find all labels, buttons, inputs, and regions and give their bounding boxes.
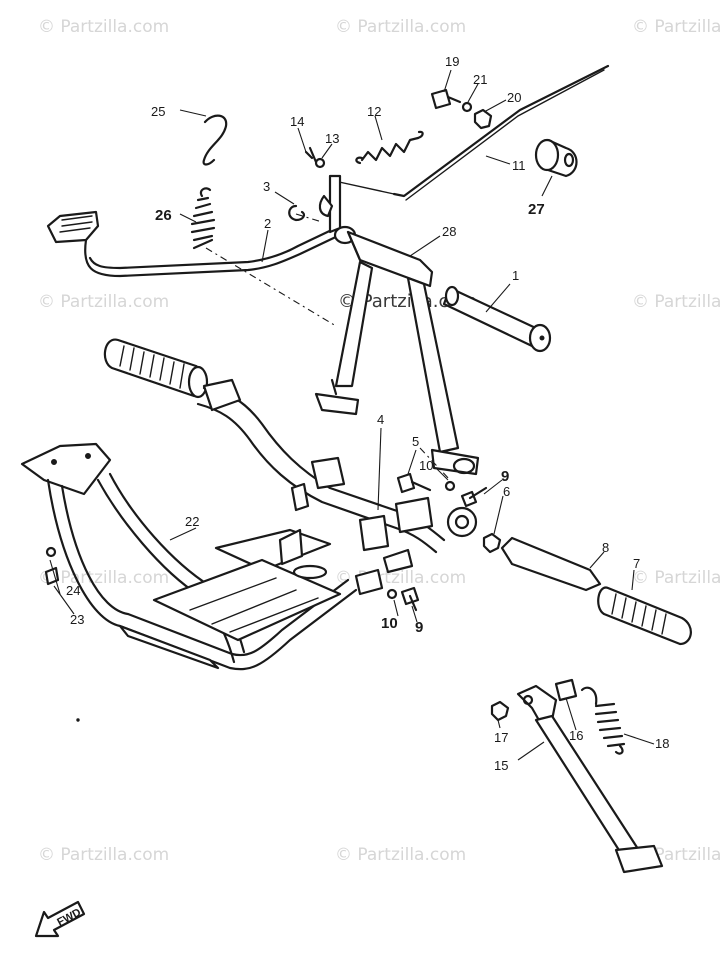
part-20-nut	[473, 108, 493, 130]
callout-27: 27	[528, 201, 545, 218]
callout-25: 25	[151, 104, 165, 119]
callout-4: 4	[377, 412, 384, 427]
part-12-spring	[355, 130, 424, 165]
callout-22: 22	[185, 514, 199, 529]
callout-17: 17	[494, 730, 508, 745]
part-1-pivot-shaft	[442, 285, 552, 353]
part-18-spring	[580, 686, 626, 755]
watermark-top-left: © Partzilla.com	[38, 17, 169, 37]
callout-3: 3	[263, 179, 270, 194]
callout-1: 1	[512, 268, 519, 283]
watermark-low-left: © Partzilla.com	[38, 568, 169, 588]
watermark-low-center: © Partzilla.com	[335, 568, 466, 588]
part-26-spring	[190, 187, 216, 250]
callout-6: 6	[503, 484, 510, 499]
callout-20: 20	[507, 90, 521, 105]
callout-26: 26	[155, 207, 172, 224]
callout-9-lower: 9	[415, 619, 423, 636]
callout-18: 18	[655, 736, 669, 751]
part-11-brake-rod	[329, 64, 610, 201]
part-4-footrest-bar	[196, 378, 478, 574]
part-2-brake-pedal	[46, 174, 357, 278]
callout-23: 23	[70, 612, 84, 627]
part-10-washer-upper	[444, 480, 456, 492]
watermark-mid-right: © Partzilla.com	[632, 292, 720, 312]
part-16-pivot-bolt	[554, 678, 578, 702]
callout-2: 2	[264, 216, 271, 231]
callout-21: 21	[473, 72, 487, 87]
left-footrest-rubber	[103, 338, 209, 399]
stray-dot	[76, 718, 80, 722]
callout-9-upper: 9	[501, 468, 509, 485]
assembly-guide-lines	[205, 213, 451, 481]
watermark-top-center: © Partzilla.com	[335, 17, 466, 37]
part-22-frame-guard	[20, 442, 384, 671]
part-10-washer-lower	[386, 588, 398, 600]
part-17-nut	[490, 700, 510, 722]
callout-leaders	[49, 69, 655, 761]
callout-5: 5	[412, 434, 419, 449]
watermark-mid-center: © Partzilla.com	[338, 291, 477, 312]
callout-14: 14	[290, 114, 304, 129]
callout-28: 28	[442, 224, 456, 239]
watermark-top-right: © Partzilla.com	[632, 17, 720, 37]
callout-10-lower: 10	[381, 615, 398, 632]
part-19-bolt	[430, 88, 462, 110]
watermarks: © Partzilla.com © Partzilla.com © Partzi…	[38, 17, 720, 865]
callout-11: 11	[512, 158, 526, 173]
part-6-nut	[482, 532, 502, 554]
part-13-washer	[314, 157, 326, 169]
part-15-side-stand	[516, 684, 664, 874]
callout-16: 16	[569, 728, 583, 743]
part-21-washer	[461, 101, 473, 113]
callout-10-upper: 10	[419, 458, 433, 473]
fwd-direction-arrow: FWD	[34, 900, 86, 938]
callout-8: 8	[602, 540, 609, 555]
part-7-footrest-rubber	[597, 586, 692, 646]
part-8-footrest-bracket	[500, 536, 602, 592]
part-9-bolt-upper	[460, 486, 488, 508]
callout-12: 12	[367, 104, 381, 119]
part-28-main-stand	[314, 230, 480, 476]
part-27-rubber-bumper	[534, 138, 578, 178]
part-9-bolt-lower	[400, 586, 420, 612]
callout-15: 15	[494, 758, 508, 773]
watermark-bottom-left: © Partzilla.com	[38, 845, 169, 865]
callout-13: 13	[325, 131, 339, 146]
part-5-bolt	[396, 472, 432, 494]
watermark-mid-left: © Partzilla.com	[38, 292, 169, 312]
fwd-label: FWD	[55, 906, 83, 928]
part-3-circlip	[288, 204, 306, 222]
callout-24: 24	[66, 583, 80, 598]
watermark-low-right: © Partzilla.com	[632, 568, 720, 588]
callout-labels: 25 19 21 20 12 14 13 11 27 3 26 2 28 1 4…	[66, 54, 669, 773]
callout-19: 19	[445, 54, 459, 69]
part-24-washer	[45, 546, 57, 558]
part-14-pin	[304, 146, 318, 164]
callout-7: 7	[633, 556, 640, 571]
watermark-bottom-center: © Partzilla.com	[335, 845, 466, 865]
part-25-hook-clip	[202, 114, 228, 166]
